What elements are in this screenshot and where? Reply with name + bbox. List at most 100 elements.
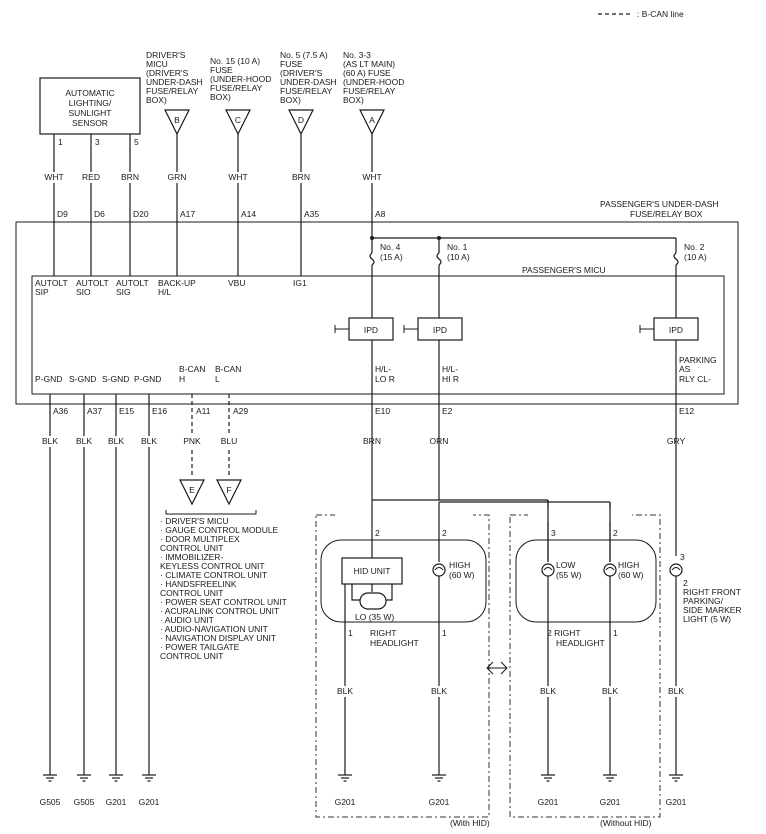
hid-high-label-2: (60 W): [449, 570, 475, 580]
nohid-headlight-label-1: 2 RIGHT: [547, 628, 581, 638]
svg-text:UNDER-DASH: UNDER-DASH: [280, 77, 337, 87]
svg-text:FUSE: FUSE: [210, 65, 233, 75]
svg-text:UNDER-DASH: UNDER-DASH: [146, 77, 203, 87]
svg-text:BOX): BOX): [146, 95, 167, 105]
svg-text:E16: E16: [152, 406, 167, 416]
svg-text:AUTOLT: AUTOLT: [35, 278, 68, 288]
source-a-label: No. 3-3 (AS LT MAIN) (60 A) FUSE (UNDER-…: [343, 50, 404, 105]
fuse-relay-box-outline: [15, 221, 739, 405]
ipd-label-hi: IPD: [433, 325, 447, 335]
alternate-arrow-icon: [486, 661, 508, 675]
svg-text:FUSE/RELAY: FUSE/RELAY: [343, 86, 396, 96]
svg-text:WHT: WHT: [228, 172, 247, 182]
connector-e-label: E: [189, 485, 195, 495]
svg-text:No. 15 (10 A): No. 15 (10 A): [210, 56, 260, 66]
svg-text:(UNDER-HOOD: (UNDER-HOOD: [343, 77, 404, 87]
svg-text:· AUDIO UNIT: · AUDIO UNIT: [160, 615, 214, 625]
svg-text:· HANDSFREELINK: · HANDSFREELINK: [160, 579, 237, 589]
nohid-high-label-2: (60 W): [618, 570, 644, 580]
svg-text:· POWER TAILGATE: · POWER TAILGATE: [160, 642, 240, 652]
legend-label: : B-CAN line: [637, 9, 684, 19]
nohid-wire-color-2: BLK: [602, 686, 618, 696]
svg-text:BLK: BLK: [76, 436, 92, 446]
nohid-pin-bottom: 1: [613, 628, 618, 638]
svg-text:G201: G201: [139, 797, 160, 807]
marker-pin-top: 3: [680, 552, 685, 562]
connector-f-label: F: [226, 485, 231, 495]
sensor-label-4: SENSOR: [72, 118, 108, 128]
svg-text:E2: E2: [442, 406, 453, 416]
svg-text:LO R: LO R: [375, 374, 395, 384]
hid-unit-label: HID UNIT: [354, 566, 391, 576]
svg-text:A35: A35: [304, 209, 319, 219]
svg-text:A37: A37: [87, 406, 102, 416]
source-b-label: DRIVER'S MICU (DRIVER'S UNDER-DASH FUSE/…: [146, 50, 203, 105]
bottom-wire-colors: BLK BLK BLK BLK PNK BLU BRN ORN GRY: [38, 436, 688, 447]
sensor-label-3: SUNLIGHT: [69, 108, 112, 118]
svg-text:L: L: [215, 374, 220, 384]
auto-lighting-sensor-box: [39, 77, 141, 135]
svg-text:AS: AS: [679, 364, 691, 374]
connector-d-label: D: [298, 115, 304, 125]
svg-text:RLY CL-: RLY CL-: [679, 374, 711, 384]
svg-text:No. 3-3: No. 3-3: [343, 50, 371, 60]
svg-text:A14: A14: [241, 209, 256, 219]
svg-text:· IMMOBILIZER-: · IMMOBILIZER-: [160, 552, 223, 562]
svg-text:SIP: SIP: [35, 287, 49, 297]
can-list-bracket: [165, 510, 257, 515]
micu-output-labels: H/L- LO R H/L- HI R PARKING AS RLY CL-: [375, 355, 717, 384]
source-d-label: No. 5 (7.5 A) FUSE (DRIVER'S UNDER-DASH …: [280, 50, 337, 105]
lo-bulb-icon: [359, 592, 387, 610]
nohid-ground-wires: [547, 576, 611, 775]
fuse-no1-name: No. 1: [447, 242, 468, 252]
svg-text:D20: D20: [133, 209, 149, 219]
svg-text:WHT: WHT: [362, 172, 381, 182]
sensor-pin-3: 3: [95, 137, 100, 147]
svg-text:LIGHT (5 W): LIGHT (5 W): [683, 614, 731, 624]
svg-text:No. 5 (7.5 A): No. 5 (7.5 A): [280, 50, 328, 60]
svg-text:· ACURALINK CONTROL UNIT: · ACURALINK CONTROL UNIT: [160, 606, 279, 616]
svg-text:· DRIVER'S MICU: · DRIVER'S MICU: [160, 516, 229, 526]
svg-text:H: H: [179, 374, 185, 384]
svg-text:(DRIVER'S: (DRIVER'S: [146, 68, 189, 78]
svg-text:H/L-: H/L-: [375, 364, 391, 374]
hid-high-bulb-icon: [432, 563, 446, 577]
hid-pin-bottom-2: 1: [442, 628, 447, 638]
marker-wire-color: BLK: [668, 686, 684, 696]
svg-text:BLK: BLK: [108, 436, 124, 446]
source-c-label: No. 15 (10 A) FUSE (UNDER-HOOD FUSE/RELA…: [210, 56, 271, 102]
hid-wire-color-2: BLK: [431, 686, 447, 696]
fuse-no2-symbol: [673, 252, 679, 266]
ground-labels: G505 G505 G201 G201 G201 G201 G201 G201 …: [40, 797, 687, 807]
svg-text:VBU: VBU: [228, 278, 245, 288]
svg-text:CONTROL UNIT: CONTROL UNIT: [160, 543, 223, 553]
svg-text:BLU: BLU: [221, 436, 238, 446]
svg-text:FUSE/RELAY: FUSE/RELAY: [146, 86, 199, 96]
svg-text:CONTROL UNIT: CONTROL UNIT: [160, 651, 223, 661]
ipd-label-lo: IPD: [364, 325, 378, 335]
svg-text:D9: D9: [57, 209, 68, 219]
nohid-pin-top-1: 3: [551, 528, 556, 538]
output-bus-wires: [371, 404, 677, 562]
fuse-no1-symbol: [436, 252, 442, 266]
hid-ground-wires: [344, 576, 440, 775]
svg-text:A36: A36: [53, 406, 68, 416]
fuse-no2-rating: (10 A): [684, 252, 707, 262]
svg-text:BOX): BOX): [210, 92, 231, 102]
connector-c-label: C: [235, 115, 241, 125]
marker-label: RIGHT FRONT PARKING/ SIDE MARKER LIGHT (…: [683, 587, 742, 624]
connector-a-triangle: [359, 109, 385, 136]
fuse-box-label-2: FUSE/RELAY BOX: [630, 209, 703, 219]
sensor-label-1: AUTOMATIC: [65, 88, 114, 98]
svg-text:· DOOR MULTIPLEX: · DOOR MULTIPLEX: [160, 534, 240, 544]
svg-text:B-CAN: B-CAN: [215, 364, 241, 374]
bottom-terminal-labels: A36 A37 E15 E16 A11 A29 E10 E2 E12: [53, 406, 694, 416]
svg-text:BLK: BLK: [141, 436, 157, 446]
hid-pin-top-1: 2: [375, 528, 380, 538]
svg-text:(UNDER-HOOD: (UNDER-HOOD: [210, 74, 271, 84]
svg-text:IG1: IG1: [293, 278, 307, 288]
connector-f-triangle: [216, 479, 242, 506]
svg-text:BRN: BRN: [121, 172, 139, 182]
fuse-box-label-1: PASSENGER'S UNDER-DASH: [600, 199, 719, 209]
svg-text:A29: A29: [233, 406, 248, 416]
